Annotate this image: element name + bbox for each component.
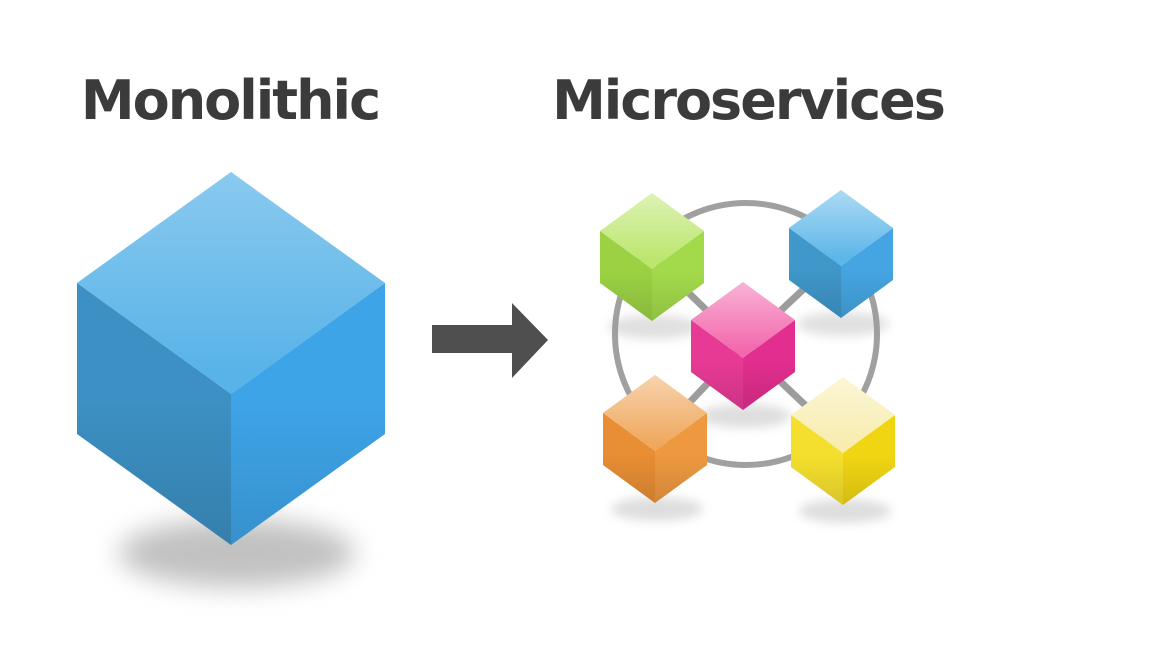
cube-left-shade	[603, 413, 655, 503]
service-shadow-pink	[699, 404, 791, 428]
cube-right-shade	[841, 228, 893, 318]
microservices-title: Microservices	[552, 69, 946, 132]
service-cube-blue	[789, 190, 893, 318]
service-shadow-orange	[611, 497, 703, 521]
service-cube-orange	[603, 375, 707, 503]
cube-left-shade	[77, 283, 231, 545]
cube-left-shade	[691, 320, 743, 410]
monolith-cube	[77, 172, 385, 545]
cube-right-shade	[652, 231, 704, 321]
cube-left-shade	[600, 231, 652, 321]
cube-right-shade	[843, 415, 895, 505]
microservices-figure	[600, 190, 895, 523]
service-shadow-green	[608, 315, 700, 339]
service-cube-yellow	[791, 377, 895, 505]
monolith-shadow	[119, 519, 355, 587]
service-ring	[612, 200, 880, 468]
transition-arrow-icon	[432, 303, 548, 378]
monolith-figure	[77, 172, 385, 587]
service-shadow-blue	[797, 312, 889, 336]
cube-right-shade	[655, 413, 707, 503]
cube-right-shade	[231, 283, 385, 545]
service-cube-pink	[691, 282, 795, 410]
service-shadow-yellow	[799, 499, 891, 523]
monolithic-title: Monolithic	[80, 69, 381, 132]
cube-right-shade	[743, 320, 795, 410]
cube-left-shade	[791, 415, 843, 505]
service-cube-green	[600, 193, 704, 321]
cube-left-shade	[789, 228, 841, 318]
